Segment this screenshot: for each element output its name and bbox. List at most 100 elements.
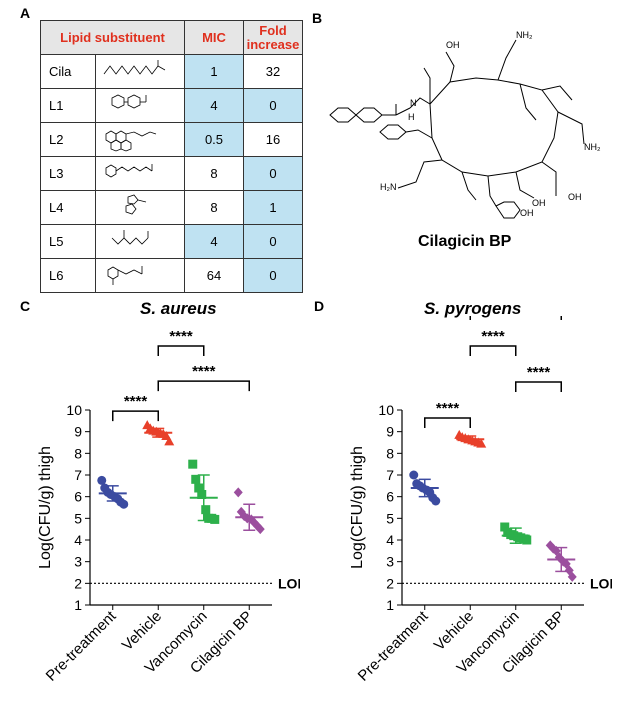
lipid-structure-image [103, 60, 166, 75]
row-fold: 0 [243, 258, 303, 293]
row-fold: 0 [243, 88, 303, 123]
data-point [194, 483, 204, 493]
cilagicin-bp-structure: OH NH₂ N H NH₂ OH H₂N OH OH [329, 30, 601, 219]
data-point [409, 470, 419, 480]
row-name: L1 [40, 88, 96, 123]
data-point [255, 524, 265, 535]
y-tick-label: 2 [386, 575, 394, 591]
lipid-structure-drawing [95, 88, 185, 123]
significance-label: **** [436, 400, 460, 417]
row-mic: 4 [184, 88, 244, 123]
svg-text:NH₂: NH₂ [584, 142, 601, 152]
y-tick-label: 7 [386, 467, 394, 483]
significance-label: **** [124, 393, 148, 410]
significance-bracket [112, 410, 159, 422]
svg-text:OH: OH [532, 198, 546, 208]
table-row: L3 8 0 [40, 156, 303, 191]
lipid-structure-drawing [95, 258, 185, 293]
row-mic: 64 [184, 258, 244, 293]
data-point [567, 571, 577, 582]
data-point [191, 474, 201, 484]
svg-text:N: N [410, 98, 417, 108]
row-fold: 1 [243, 190, 303, 225]
panel-label-c: C [20, 298, 31, 314]
significance-label: **** [481, 328, 505, 345]
data-point [548, 543, 558, 554]
chart-title-s-pyrogens: S. pyrogens [424, 299, 522, 318]
row-name: L5 [40, 224, 96, 259]
table-row: L5 4 0 [40, 224, 303, 259]
row-fold: 0 [243, 224, 303, 259]
significance-bracket [157, 345, 205, 356]
table-header-row: Lipid substituent MIC Fold increase [40, 20, 303, 55]
y-tick-label: 5 [74, 510, 82, 526]
row-name: Cila [40, 54, 96, 89]
row-mic: 4 [184, 224, 244, 259]
lipid-structure-image [107, 266, 143, 285]
x-tick-label: Pre-treatment [355, 607, 432, 684]
data-point [188, 459, 198, 469]
lod-label: LOD [590, 575, 612, 591]
significance-bracket [157, 380, 250, 392]
data-point [119, 499, 129, 509]
y-tick-label: 6 [74, 489, 82, 505]
row-mic: 1 [184, 54, 244, 89]
significance-bracket [469, 316, 562, 320]
panel-label-b: B [312, 10, 323, 26]
svg-text:H₂N: H₂N [380, 182, 397, 192]
y-tick-label: 4 [74, 532, 82, 548]
svg-text:OH: OH [520, 208, 534, 218]
row-fold: 32 [243, 54, 303, 89]
header-lipid-substituent: Lipid substituent [40, 20, 185, 55]
significance-label: **** [192, 363, 216, 380]
table-row: L2 0.5 16 [40, 122, 303, 157]
data-point [210, 514, 220, 524]
y-tick-label: 3 [386, 554, 394, 570]
data-point [201, 505, 211, 515]
data-point [164, 436, 175, 446]
y-tick-label: 4 [386, 532, 394, 548]
panel-label-d: D [314, 298, 325, 314]
y-tick-label: 8 [74, 445, 82, 461]
compound-name: Cilagicin BP [418, 233, 512, 250]
header-mic: MIC [184, 20, 244, 55]
significance-bracket [515, 381, 562, 392]
lipid-table: Lipid substituent MIC Fold increase Cila… [40, 20, 303, 293]
y-tick-label: 1 [386, 597, 394, 613]
y-tick-label: 6 [386, 489, 394, 505]
data-point [239, 511, 249, 522]
svg-text:NH₂: NH₂ [516, 30, 533, 40]
lipid-structure-image [125, 194, 147, 215]
y-tick-label: 7 [74, 467, 82, 483]
lipid-structure-image [111, 94, 147, 109]
panel-label-a: A [20, 5, 31, 21]
data-point [249, 517, 259, 528]
data-point [197, 490, 207, 499]
row-name: L4 [40, 190, 96, 225]
y-tick-label: 2 [74, 575, 82, 591]
table-row: L1 4 0 [40, 88, 303, 123]
row-fold: 0 [243, 156, 303, 191]
table-row: Cila 1 32 [40, 54, 303, 89]
row-name: L6 [40, 258, 96, 293]
lipid-structure-drawing [95, 122, 185, 157]
y-axis-label: Log(CFU/g) thigh [349, 446, 366, 569]
y-tick-label: 10 [378, 402, 394, 418]
data-point [252, 520, 262, 531]
table-row: L4 8 1 [40, 190, 303, 225]
y-tick-label: 8 [386, 445, 394, 461]
data-point [522, 535, 532, 545]
significance-label: **** [169, 328, 193, 345]
lipid-structure-image [105, 164, 153, 178]
y-tick-label: 3 [74, 554, 82, 570]
table-row: L6 64 0 [40, 258, 303, 293]
data-point [431, 496, 441, 506]
data-point [233, 487, 243, 498]
data-point [500, 522, 510, 532]
lipid-structure-drawing [95, 156, 185, 191]
significance-label: **** [527, 364, 551, 381]
lipid-structure-image [111, 230, 149, 245]
data-point [97, 475, 107, 485]
y-tick-label: 5 [386, 510, 394, 526]
y-axis-label: Log(CFU/g) thigh [37, 446, 54, 569]
